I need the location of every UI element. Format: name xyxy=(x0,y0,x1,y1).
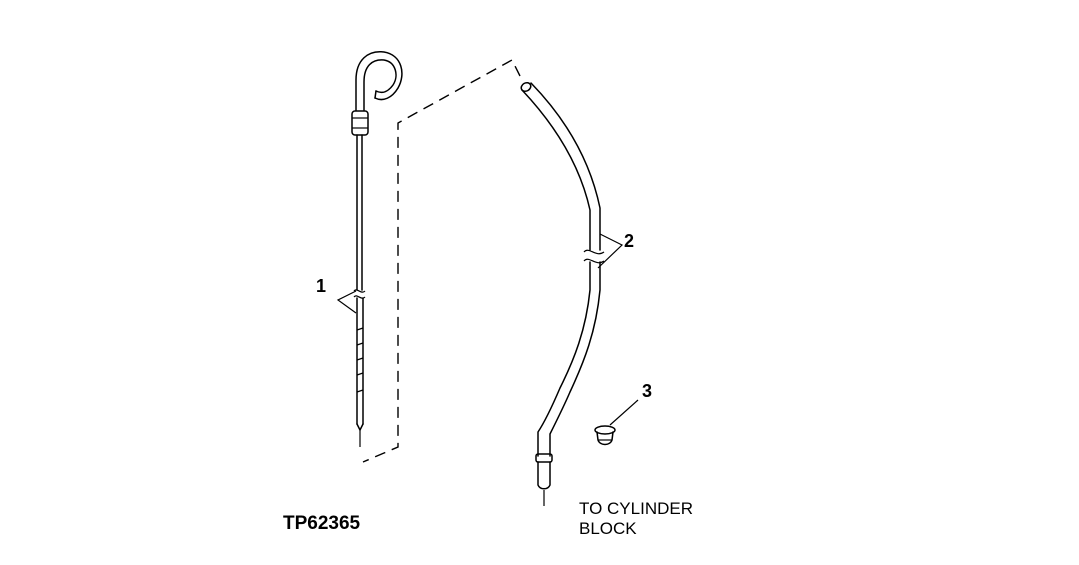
callout-3-label: 3 xyxy=(642,381,652,401)
note-line-2: BLOCK xyxy=(579,519,637,538)
dipstick xyxy=(351,51,403,447)
assembly-path xyxy=(362,59,521,463)
callout-2-label: 2 xyxy=(624,231,634,251)
figure-id: TP62365 xyxy=(283,513,361,534)
callout-1: 1 xyxy=(316,276,357,314)
dipstick-tube xyxy=(520,81,605,506)
callout-3: 3 xyxy=(609,381,652,426)
destination-note: TO CYLINDER BLOCK xyxy=(579,499,693,538)
plug xyxy=(594,425,616,446)
callout-1-label: 1 xyxy=(316,276,326,296)
note-line-1: TO CYLINDER xyxy=(579,499,693,518)
callout-2: 2 xyxy=(597,231,634,269)
